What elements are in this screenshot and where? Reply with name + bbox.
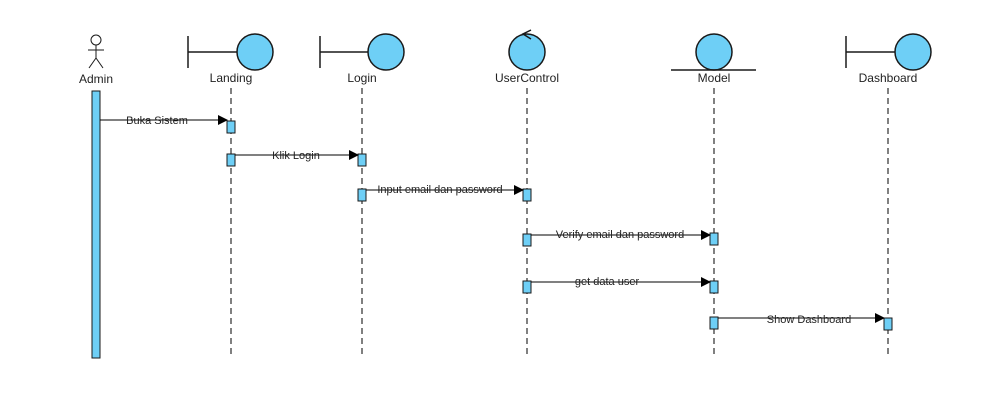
boundary-icon	[187, 33, 274, 71]
message-label: get data user	[575, 276, 640, 288]
message-3[interactable]: Input email dan password	[366, 184, 524, 196]
activation-usercontrol-2	[522, 233, 532, 247]
message-2[interactable]: Klik Login	[235, 150, 359, 162]
message-label: Input email dan password	[377, 184, 502, 196]
activation-dashboard	[883, 317, 893, 331]
activation-admin	[91, 90, 101, 359]
boundary-icon	[845, 33, 932, 71]
activation-login-2	[357, 188, 367, 202]
message-1[interactable]: Buka Sistem	[100, 115, 228, 127]
activation-model-1	[709, 232, 719, 246]
participant-model[interactable]: Model	[671, 33, 756, 85]
participant-landing[interactable]: Landing	[187, 33, 274, 85]
actor-head-icon	[90, 34, 102, 46]
activation-login-1	[357, 153, 367, 167]
participant-label: UserControl	[495, 71, 559, 85]
participant-label: Landing	[210, 71, 253, 85]
actor-leg-right	[95, 57, 104, 69]
activation-bars	[91, 90, 893, 359]
participant-label: Model	[698, 71, 731, 85]
participant-login[interactable]: Login	[319, 33, 405, 85]
message-6[interactable]: Show Dashboard	[718, 313, 885, 326]
activation-model-2	[709, 280, 719, 294]
activation-usercontrol-1	[522, 188, 532, 202]
message-label: Verify email dan password	[556, 229, 684, 241]
message-label: Buka Sistem	[126, 115, 188, 127]
participant-dashboard[interactable]: Dashboard	[845, 33, 932, 85]
message-4[interactable]: Verify email dan password	[531, 229, 711, 241]
actor-admin[interactable]: Admin	[79, 34, 113, 86]
participant-label: Login	[347, 71, 376, 85]
activation-model-3	[709, 316, 719, 330]
lifelines	[230, 88, 889, 358]
participant-label: Dashboard	[859, 71, 918, 85]
entity-icon	[671, 33, 756, 71]
actor-label: Admin	[79, 72, 113, 86]
activation-usercontrol-3	[522, 280, 532, 294]
participant-usercontrol[interactable]: UserControl	[495, 29, 559, 85]
message-label: Klik Login	[272, 150, 320, 162]
control-icon	[508, 29, 546, 71]
actor-leg-left	[88, 57, 97, 69]
activation-landing-2	[226, 153, 236, 167]
activation-landing-1	[226, 120, 236, 134]
message-5[interactable]: get data user	[531, 276, 711, 288]
boundary-icon	[319, 33, 405, 71]
message-label: Show Dashboard	[767, 314, 851, 326]
